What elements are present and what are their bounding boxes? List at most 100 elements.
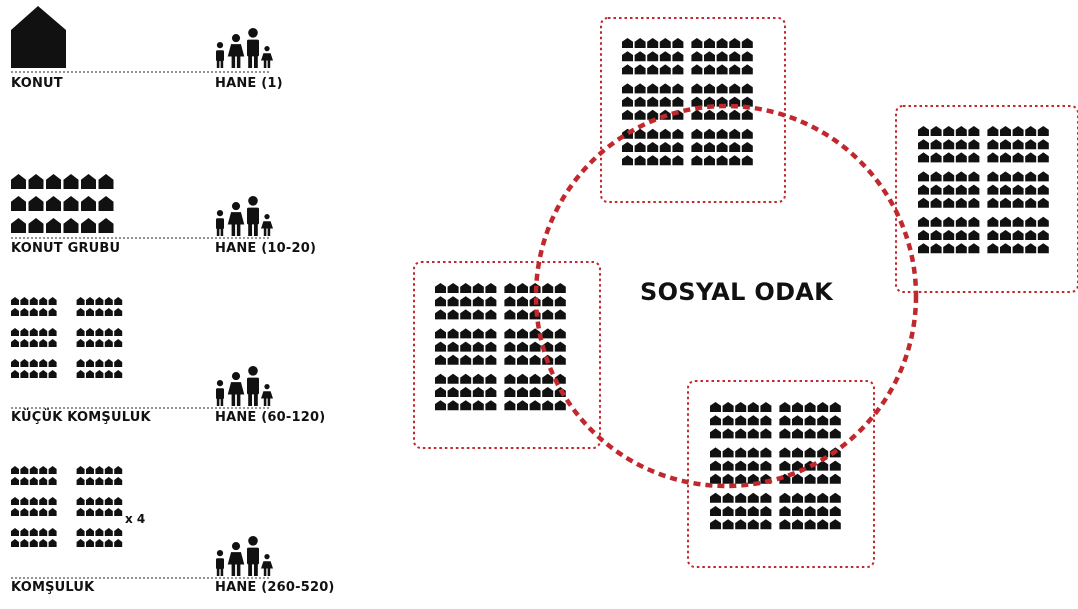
house-icon [622,142,633,152]
house-icon [29,539,38,547]
house-icon [741,38,753,48]
house-icon [447,400,459,411]
house-icon [1025,197,1037,208]
house-icon [29,359,38,367]
house-icon [1000,126,1011,136]
house-icon [710,402,721,412]
house-icon [659,155,671,166]
house-icon [779,492,791,503]
house-icon [930,230,942,240]
house-icon [11,528,19,536]
house-icon [542,309,554,320]
house-icon [741,64,753,75]
house-icon [817,402,829,412]
house-icon [817,447,829,458]
house-icon [943,243,955,254]
house-icon [39,477,48,485]
house-icon [485,373,497,384]
house-icon [29,528,38,536]
family-icon [216,28,273,68]
house-icon [1037,139,1049,150]
house-icon [710,506,721,516]
house-icon [672,155,684,166]
house-icon [472,341,484,352]
house-icon [98,174,114,189]
house-icon [634,64,646,75]
house-icon [634,109,646,120]
house-icon [968,216,980,227]
house-icon [48,497,57,505]
house-icon [987,197,999,208]
house-icon [918,184,929,195]
house-icon [634,38,646,48]
house-icon [485,387,497,397]
house-icon [20,497,29,505]
house-icon [729,83,741,94]
house-icon [779,519,791,530]
house-icon [779,447,791,458]
house-icon [918,197,929,208]
house-icon [529,341,541,352]
house-icon [28,196,44,211]
house-icon [722,428,734,439]
house-icon [98,196,114,211]
house-icon [930,216,942,227]
house-icon [517,387,528,397]
house-icon [48,528,57,536]
house-icon [735,402,747,412]
house-icon [691,96,703,107]
house-icon [20,339,29,347]
house-icon [968,197,980,208]
house-icon [659,64,671,75]
house-icon [735,447,747,458]
house-icon [747,506,759,516]
family-icon [216,196,273,236]
house-icon [747,492,759,503]
house-icon [472,309,484,320]
house-icon [710,447,721,458]
house-icon [114,339,123,347]
house-icon [716,128,728,139]
house-icon [747,428,759,439]
house-icon [29,370,38,378]
house-icon [1000,216,1011,227]
house-icon [86,328,94,336]
house-icon [747,447,759,458]
house-icon [804,506,816,516]
house-icon [955,126,967,136]
house-icon [741,128,753,139]
house-icon [460,309,472,320]
house-icon [722,402,734,412]
house-icon [760,447,772,458]
house-icon [20,328,29,336]
house-icon [918,139,929,150]
house-icon [517,400,528,411]
house-icon [81,218,96,233]
house-icon [542,373,554,384]
house-icon [735,415,747,426]
house-icon [20,308,29,316]
row-komsuluk-hane-label: HANE (260-520) [215,580,335,595]
house-icon [472,296,484,307]
house-icon [659,128,671,139]
house-icon [39,528,48,536]
house-icon [817,460,829,471]
house-icon [930,243,942,254]
house-icon [114,539,123,547]
house-icon [817,415,829,426]
house-icon [672,96,684,107]
house-icon [1037,152,1049,163]
house-icon [104,466,113,474]
house-icon [554,309,566,320]
house-icon [955,152,967,163]
house-icon [29,308,38,316]
house-icon [11,370,19,378]
row-kucuk-komsuluk-label: KÜÇÜK KOMŞULUK [11,410,151,425]
house-icon [48,539,57,547]
house-icon [504,341,516,352]
house-icon [918,126,929,136]
house-icon [735,519,747,530]
house-icon [472,387,484,397]
house-icon [710,428,721,439]
